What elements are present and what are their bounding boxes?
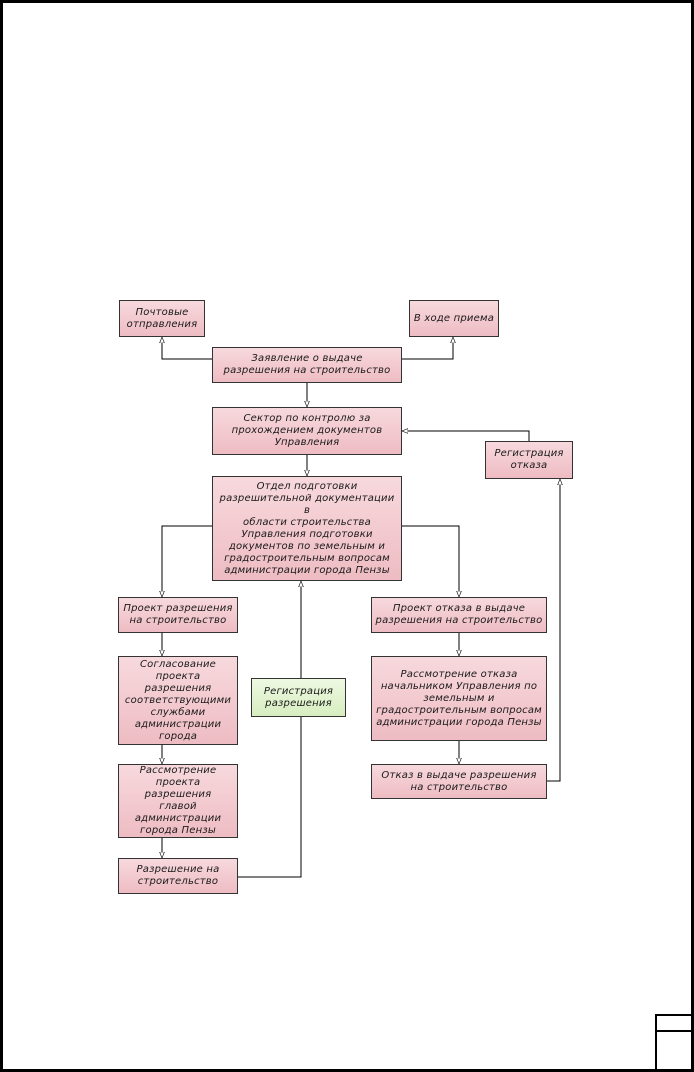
node-permit-registration: Регистрация разрешения (251, 678, 346, 717)
node-application: Заявление о выдаче разрешения на строите… (212, 347, 402, 383)
node-mail-label: Почтовые отправления (126, 306, 198, 330)
node-permit: Разрешение на строительство (118, 858, 238, 894)
node-refusal: Отказ в выдаче разрешения на строительст… (371, 764, 547, 799)
node-sector: Сектор по контролю за прохождением докум… (212, 407, 402, 455)
node-permit-label: Разрешение на строительство (136, 864, 220, 887)
node-refusal-registration: Регистрация отказа (485, 441, 573, 479)
edge-refusalreg-sector (402, 431, 530, 441)
node-coordination: Согласование проекта разрешения соответс… (118, 656, 238, 745)
node-refusal-review: Рассмотрение отказа начальником Управлен… (371, 656, 547, 741)
node-refusal-registration-label: Регистрация отказа (494, 448, 564, 471)
node-sector-label: Сектор по контролю за прохождением докум… (231, 413, 383, 448)
node-refusal-label: Отказ в выдаче разрешения на строительст… (381, 769, 537, 793)
node-reception: В ходе приема (409, 300, 499, 337)
node-refusal-review-label: Рассмотрение отказа начальником Управлен… (376, 668, 542, 728)
node-department: Отдел подготовки разрешительной документ… (212, 476, 402, 581)
node-head-review: Рассмотрение проекта разрешения главой а… (118, 764, 238, 838)
node-application-label: Заявление о выдаче разрешения на строите… (223, 353, 391, 376)
node-mail: Почтовые отправления (119, 300, 205, 337)
node-department-label: Отдел подготовки разрешительной документ… (219, 480, 395, 576)
edge-application-reception (402, 337, 453, 360)
edge-department-permitdraft (162, 525, 212, 597)
title-block-stamp (655, 1014, 694, 1072)
edge-refusal-refusalreg (547, 479, 560, 782)
node-permit-registration-label: Регистрация разрешения (263, 685, 334, 709)
node-refusal-draft: Проект отказа в выдаче разрешения на стр… (371, 597, 547, 633)
node-refusal-draft-label: Проект отказа в выдаче разрешения на стр… (375, 603, 543, 626)
node-permit-draft: Проект разрешения на строительство (118, 597, 238, 633)
edge-department-refusaldraft (402, 525, 459, 597)
edge-application-mail (162, 337, 212, 360)
node-reception-label: В ходе приема (413, 312, 495, 324)
node-permit-draft-label: Проект разрешения на строительство (123, 603, 233, 626)
node-head-review-label: Рассмотрение проекта разрешения главой а… (134, 765, 222, 836)
edge-permit-department (238, 581, 301, 878)
node-coordination-label: Согласование проекта разрешения соответс… (124, 658, 232, 742)
